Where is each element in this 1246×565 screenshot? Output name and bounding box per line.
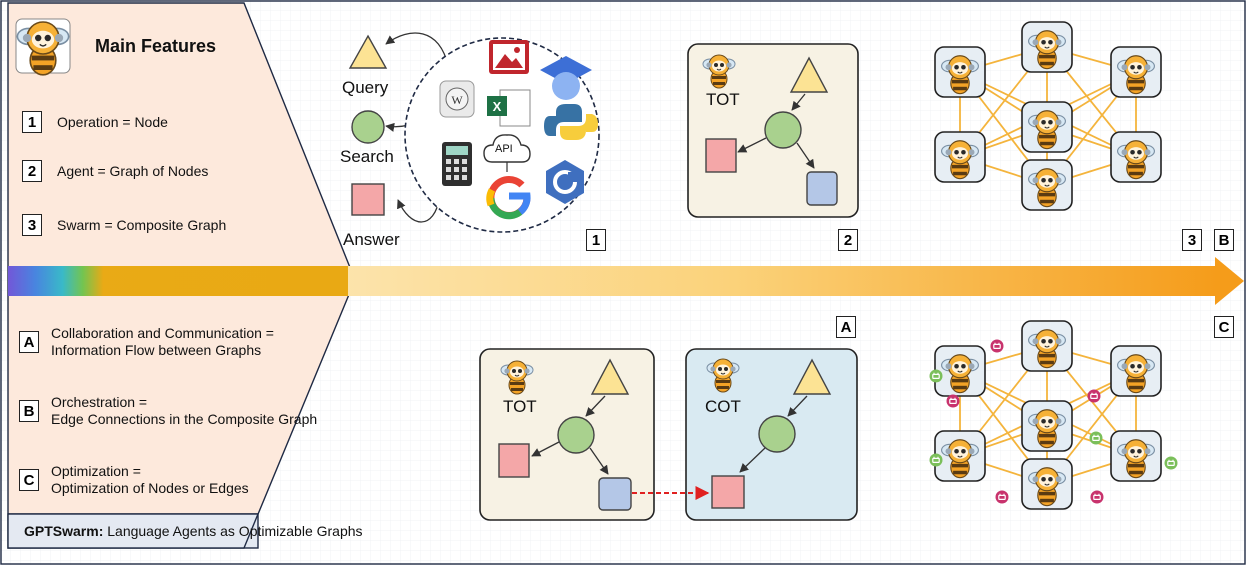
marker-1: 1 — [586, 229, 606, 251]
swarm-agent-node — [934, 131, 986, 183]
footer-rest: Language Agents as Optimizable Graphs — [103, 523, 363, 539]
tot-label-bottom: TOT — [503, 397, 537, 416]
swarm-agent-node — [1021, 101, 1073, 153]
swarm-agent-node — [934, 430, 986, 482]
marker-2: 2 — [838, 229, 858, 251]
search-label: Search — [340, 147, 394, 166]
aspect-b-line2: Edge Connections in the Composite Graph — [51, 411, 318, 427]
swarm-agent-node — [934, 46, 986, 98]
swarm-graph-top — [934, 21, 1162, 211]
api-cloud-icon — [483, 134, 531, 172]
image-icon — [489, 40, 529, 74]
feature-number-3: 3 — [22, 214, 42, 236]
google-icon — [486, 175, 531, 220]
excel-icon: X — [487, 89, 531, 127]
footer-caption: GPTSwarm: Language Agents as Optimizable… — [24, 523, 363, 539]
bee-mascot-icon — [15, 18, 71, 76]
wikipedia-icon: W — [439, 80, 475, 118]
optimize-icon — [1163, 455, 1179, 471]
optimize-icon — [945, 393, 961, 409]
feature-number-2: 2 — [22, 160, 42, 182]
swarm-agent-node — [1021, 320, 1073, 372]
optimize-icon — [989, 338, 1005, 354]
panel-title: Main Features — [95, 36, 217, 56]
python-icon — [544, 104, 598, 140]
tot-label-top: TOT — [706, 90, 740, 109]
swarm-agent-node — [1110, 131, 1162, 183]
aspect-letter-c: C — [19, 469, 39, 491]
optimize-icon — [928, 452, 944, 468]
feature-text-2: Agent = Graph of Nodes — [57, 163, 209, 179]
api-label: API — [495, 143, 513, 155]
feature-number-1: 1 — [22, 111, 42, 133]
aspect-b-line1: Orchestration = — [51, 394, 148, 410]
feature-text-3: Swarm = Composite Graph — [57, 217, 227, 233]
answer-label: Answer — [343, 230, 400, 249]
calculator-icon — [442, 142, 472, 186]
marker-a: A — [836, 316, 856, 338]
swarm-agent-node — [1110, 430, 1162, 482]
optimize-icon — [1088, 430, 1104, 446]
optimize-icon — [1086, 388, 1102, 404]
search-circle — [351, 110, 385, 144]
svg-text:X: X — [493, 99, 502, 114]
swarm-agent-node — [934, 345, 986, 397]
aspect-a-line2: Information Flow between Graphs — [51, 342, 262, 358]
aspect-c-line2: Optimization of Nodes or Edges — [51, 480, 249, 496]
swarm-agent-node — [1021, 458, 1073, 510]
aspect-a-line1: Collaboration and Communication = — [51, 325, 274, 341]
swarm-agent-node — [1110, 46, 1162, 98]
graduation-cap-icon — [540, 56, 592, 100]
swarm-graph-bottom — [928, 320, 1179, 510]
aspect-c-line1: Optimization = — [51, 463, 141, 479]
marker-c: C — [1214, 316, 1234, 338]
optimize-icon — [994, 489, 1010, 505]
swarm-agent-node — [1021, 159, 1073, 211]
answer-square — [351, 183, 385, 216]
cpp-icon — [546, 160, 584, 204]
footer-bold: GPTSwarm: — [24, 523, 104, 539]
marker-3: 3 — [1182, 229, 1202, 251]
aspect-letter-b: B — [19, 400, 39, 422]
swarm-agent-node — [1021, 21, 1073, 73]
cot-label: COT — [705, 397, 741, 416]
swarm-agent-node — [1110, 345, 1162, 397]
optimize-icon — [928, 368, 944, 384]
optimize-icon — [1089, 489, 1105, 505]
aspect-letter-a: A — [19, 331, 39, 353]
query-triangle — [348, 34, 388, 69]
query-label: Query — [342, 78, 389, 97]
marker-b: B — [1214, 229, 1234, 251]
feature-text-1: Operation = Node — [57, 114, 168, 130]
svg-text:W: W — [451, 93, 463, 107]
swarm-agent-node — [1021, 400, 1073, 452]
